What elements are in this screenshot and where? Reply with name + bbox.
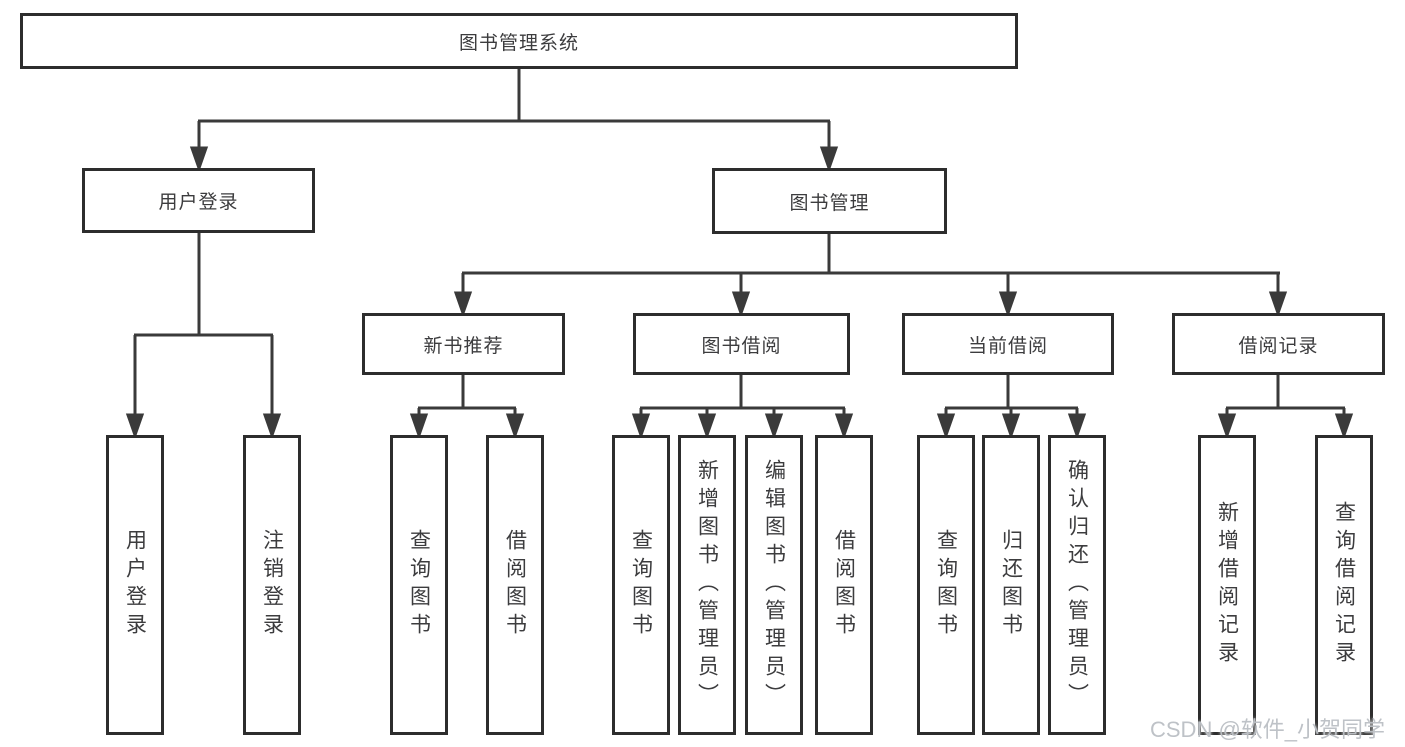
node-book-management-system: 图书管理系统 [20, 13, 1018, 69]
node-borrowing-records: 借阅记录 [1172, 313, 1385, 375]
leaf-confirm-return-admin: 确认归还（管理员） [1048, 435, 1106, 735]
leaf-borrow-books-borrowing: 借阅图书 [815, 435, 873, 735]
leaf-return-books: 归还图书 [982, 435, 1040, 735]
leaf-add-books-admin: 新增图书（管理员） [678, 435, 736, 735]
node-new-book-recommend: 新书推荐 [362, 313, 565, 375]
node-book-borrowing: 图书借阅 [633, 313, 850, 375]
leaf-edit-books-admin: 编辑图书（管理员） [745, 435, 803, 735]
leaf-user-login: 用户登录 [106, 435, 164, 735]
node-current-borrowing: 当前借阅 [902, 313, 1114, 375]
node-user-login: 用户登录 [82, 168, 315, 233]
csdn-watermark: CSDN @软件_小贺同学 [1150, 717, 1386, 742]
node-book-management: 图书管理 [712, 168, 947, 234]
leaf-query-books-borrowing: 查询图书 [612, 435, 670, 735]
leaf-add-borrow-record: 新增借阅记录 [1198, 435, 1256, 735]
leaf-borrow-books-recommend: 借阅图书 [486, 435, 544, 735]
leaf-query-borrow-record: 查询借阅记录 [1315, 435, 1373, 735]
leaf-logout: 注销登录 [243, 435, 301, 735]
leaf-query-books-current: 查询图书 [917, 435, 975, 735]
leaf-query-books-recommend: 查询图书 [390, 435, 448, 735]
